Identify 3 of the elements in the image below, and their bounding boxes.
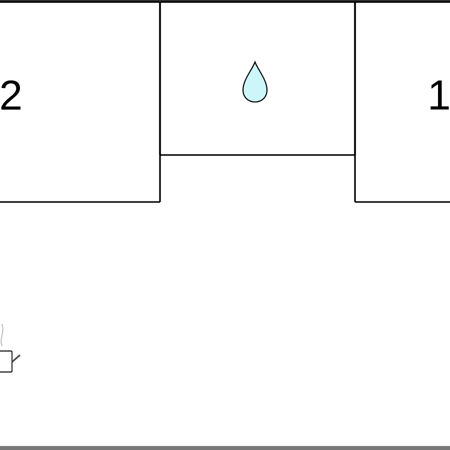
numbered-box: 2 bbox=[0, 1, 161, 203]
panel bbox=[159, 1, 356, 156]
numbered-box: 1 bbox=[354, 1, 450, 203]
